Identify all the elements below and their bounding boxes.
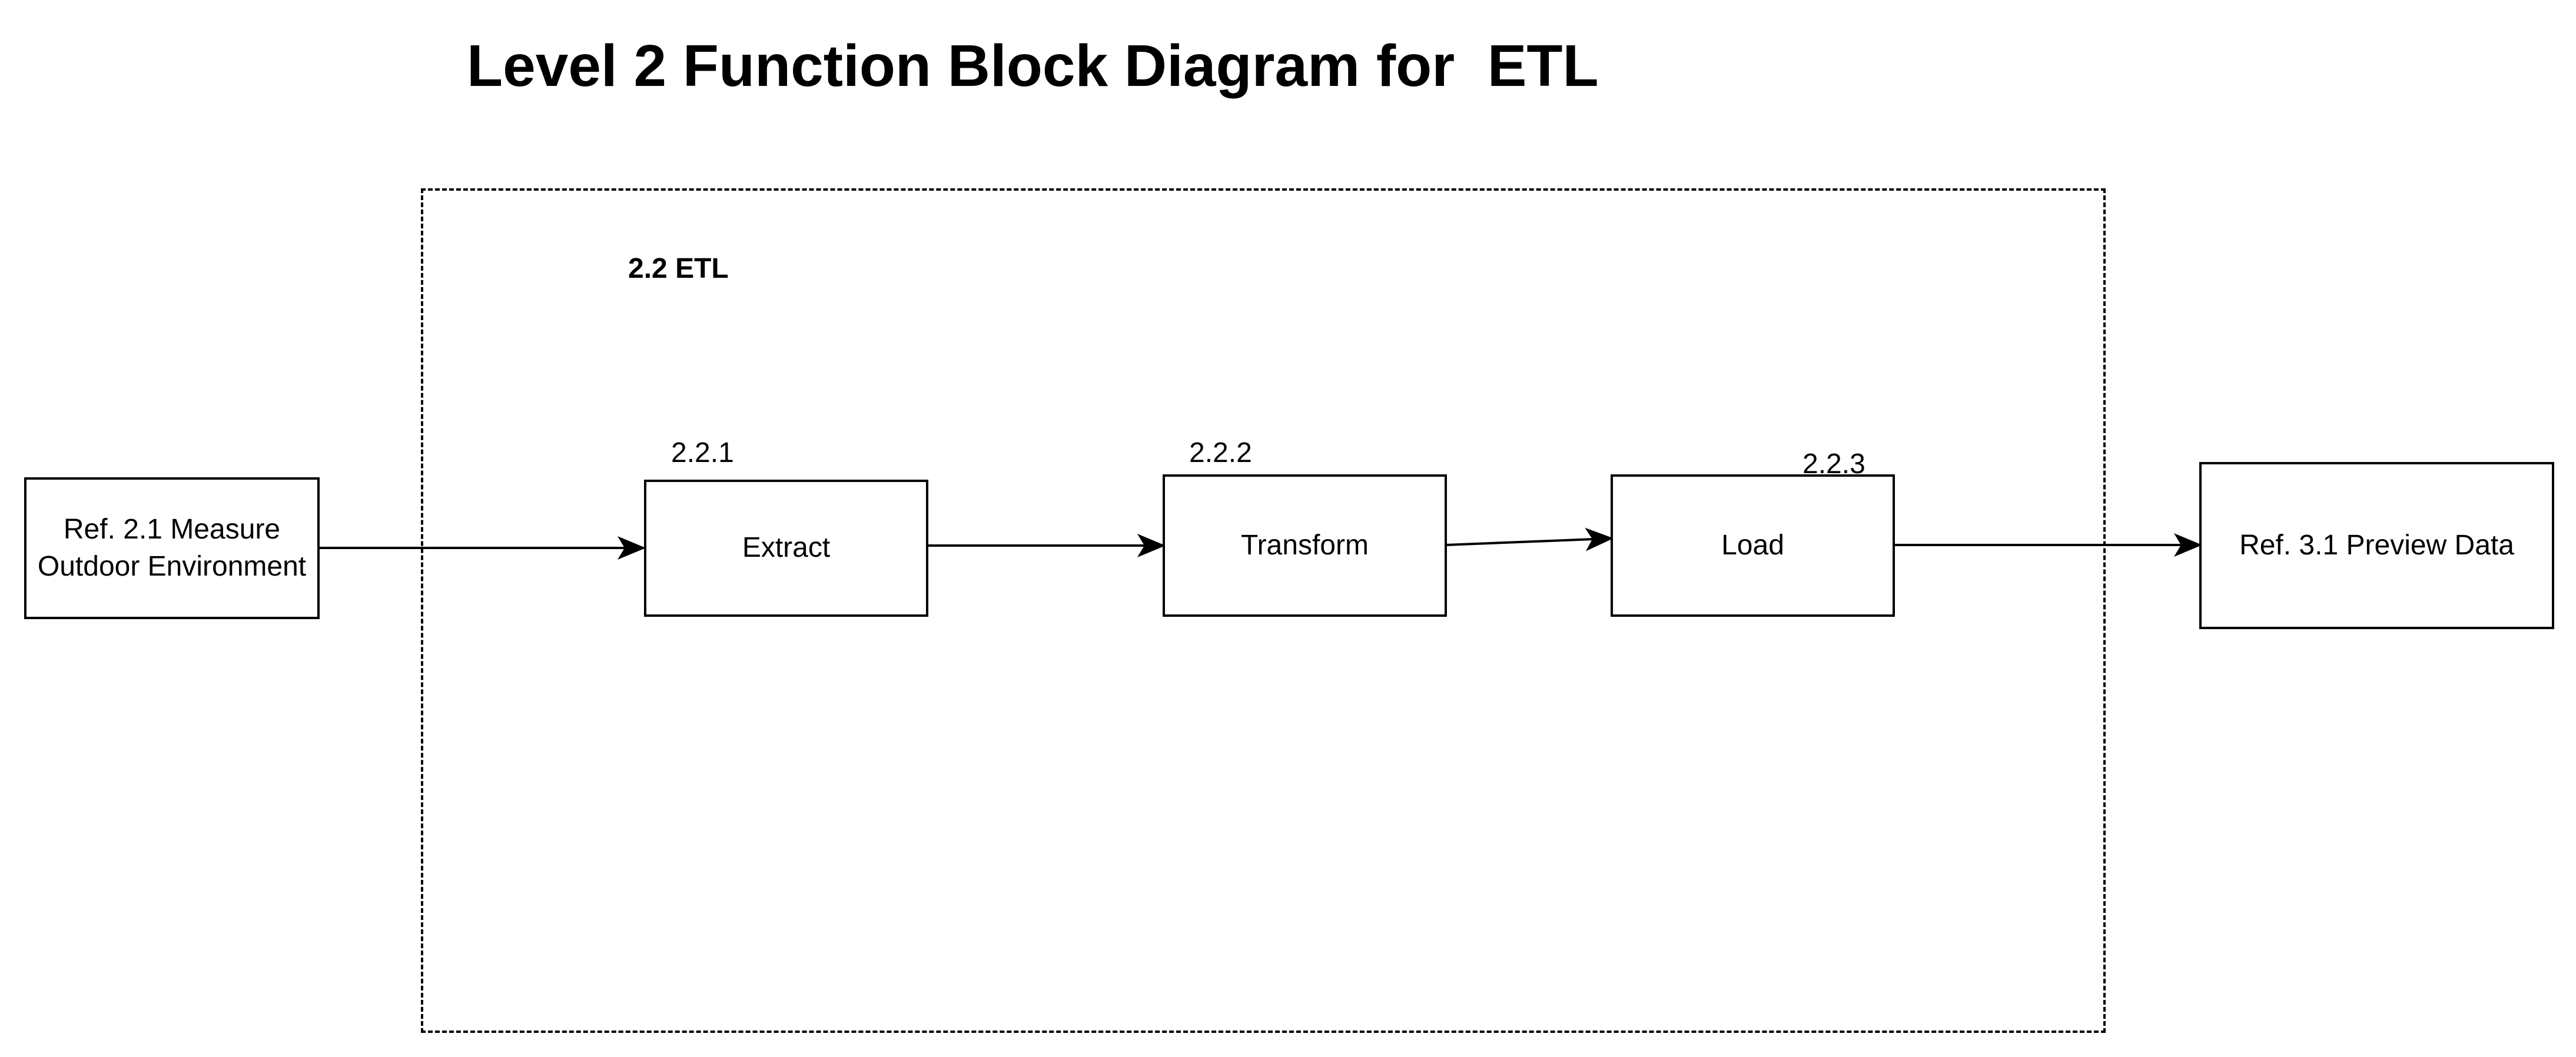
diagram-title: Level 2 Function Block Diagram for ETL: [467, 33, 1599, 99]
etl-boundary-label: 2.2 ETL: [628, 253, 729, 284]
function-number-extract: 2.2.1: [671, 437, 734, 468]
extract-block: Extract: [644, 480, 928, 617]
transform-block: Transform: [1163, 474, 1447, 617]
load-block: Load: [1611, 474, 1895, 617]
arrow-transform-to-load: [1445, 527, 1614, 551]
ref-preview-data-block: Ref. 3.1 Preview Data: [2199, 462, 2554, 629]
ref-measure-line-1: Ref. 2.1 Measure: [63, 514, 281, 546]
function-number-transform: 2.2.2: [1189, 437, 1252, 468]
etl-boundary: [421, 188, 2106, 1033]
ref-measure-outdoor-environment-block: Ref. 2.1 Measure Outdoor Environment: [24, 477, 320, 619]
ref-measure-line-2: Outdoor Environment: [37, 550, 307, 582]
